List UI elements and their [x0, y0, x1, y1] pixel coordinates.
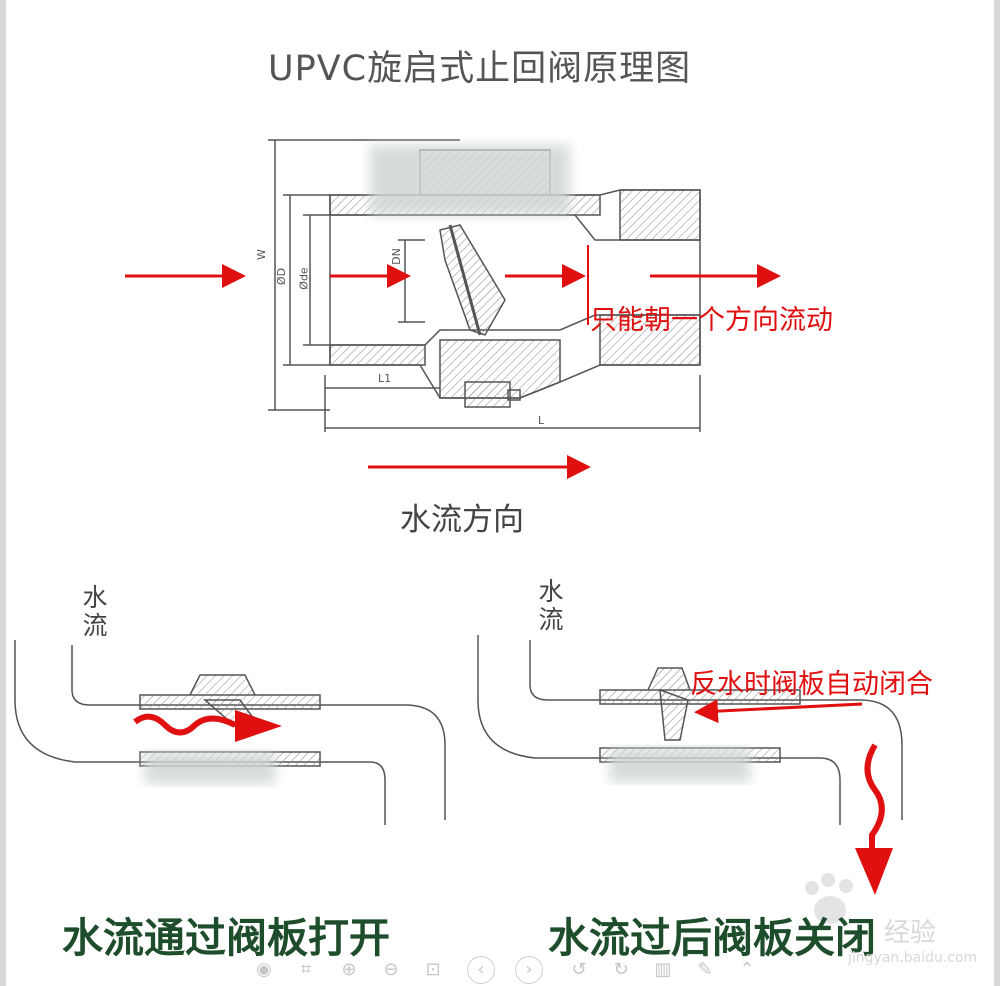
rotate-left-icon[interactable]: ↺ — [571, 959, 587, 980]
water-flow-label-right: 水 流 — [536, 578, 566, 634]
dim-l: L — [538, 414, 545, 427]
caption-closed: 水流过后阀板关闭 — [548, 914, 876, 962]
dim-w: W — [254, 249, 268, 260]
up-icon[interactable]: ⌃ — [739, 959, 755, 980]
diagram-title: UPVC旋启式止回阀原理图 — [268, 49, 692, 89]
watermark-subtext: jingyan.baidu.com — [848, 950, 978, 966]
blurred-patch — [370, 145, 570, 215]
water-flow-text-left: 水 流 — [82, 583, 108, 640]
delete-icon[interactable]: ▥ — [654, 959, 672, 980]
dim-od: ØD — [275, 267, 289, 286]
one-direction-note: 只能朝一个方向流动 — [590, 305, 833, 336]
flow-direction-label: 水流方向 — [400, 502, 524, 538]
water-flow-text-right: 水 流 — [538, 577, 564, 634]
viewer-toolbar: ◉ ⌗ ⊕ ⊖ ⊡ ‹ › ↺ ↻ ▥ ✎ ⌃ — [240, 954, 770, 986]
watermark-text: 经验 — [884, 918, 937, 948]
open-valve-pipe — [14, 640, 446, 825]
rotate-right-icon[interactable]: ↻ — [613, 959, 629, 980]
blurred-patch-right — [610, 748, 750, 782]
next-icon[interactable]: › — [515, 956, 543, 984]
prev-icon[interactable]: ‹ — [467, 956, 495, 984]
watermark-paw-icon — [805, 873, 853, 924]
open-flow-arrow — [133, 710, 282, 742]
flow-arrows-top — [125, 245, 781, 479]
caption-open: 水流通过阀板打开 — [62, 914, 390, 962]
blurred-patch-left — [145, 752, 275, 784]
dim-dn: DN — [389, 248, 403, 265]
dim-l1: L1 — [378, 372, 392, 385]
bookmark-icon[interactable]: ⊡ — [425, 959, 441, 980]
zoom-out-icon[interactable]: ⊖ — [383, 959, 399, 980]
zoom-in-icon[interactable]: ⊕ — [341, 959, 357, 980]
left-border — [0, 0, 6, 986]
mouse-icon[interactable]: ◉ — [256, 959, 272, 980]
edit-icon[interactable]: ✎ — [697, 959, 713, 980]
water-flow-label-left: 水 流 — [80, 584, 110, 640]
dim-ode: Øde — [297, 267, 311, 290]
right-border — [994, 0, 1000, 986]
crop-icon[interactable]: ⌗ — [300, 959, 312, 980]
reverse-flow-arrows — [694, 699, 893, 895]
reverse-close-note: 反水时阀板自动闭合 — [690, 669, 933, 700]
